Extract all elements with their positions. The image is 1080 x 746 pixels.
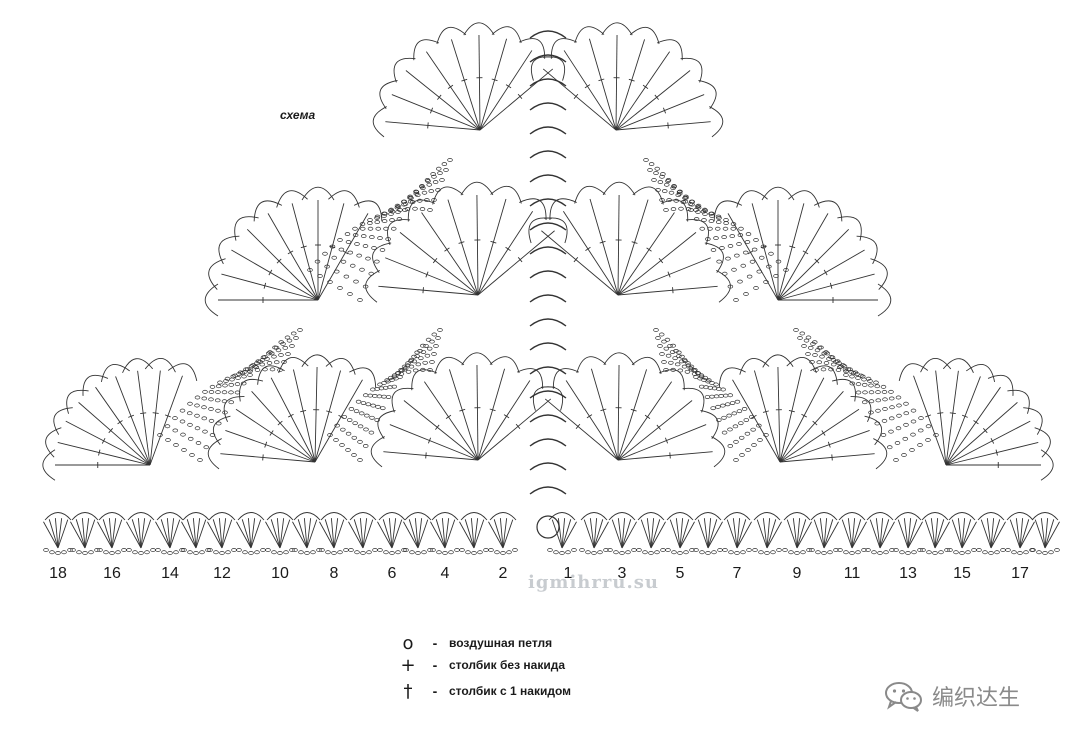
legend-dash: - [432, 683, 438, 699]
row-number: 6 [387, 565, 397, 582]
row-number: 18 [49, 565, 67, 582]
edge-shell [810, 512, 839, 549]
shell-motif [713, 186, 892, 317]
edge-shell [403, 512, 432, 549]
edge-shell [207, 512, 236, 549]
edge-shell [783, 512, 812, 549]
row-number: 11 [843, 565, 861, 582]
edge-shell [430, 512, 459, 549]
chain-stitch-symbol: o [402, 632, 414, 654]
brand-watermark: 编织达生 [884, 680, 1020, 712]
shell-motif [207, 354, 377, 470]
row-number: 12 [213, 565, 231, 582]
edge-shell [723, 512, 752, 549]
row-number: 4 [440, 565, 450, 582]
shell-motif [370, 352, 564, 468]
edge-shell [753, 512, 782, 549]
row-number: 5 [675, 565, 685, 582]
legend-text: столбик с 1 накидом [449, 684, 572, 698]
legend-text: воздушная петля [449, 636, 553, 650]
legend-text: столбик без накида [449, 658, 565, 672]
shell-motif [532, 352, 726, 468]
edge-shell [637, 512, 666, 549]
legend-item-single-crochet: + - столбик без накида [395, 654, 565, 676]
row-number: 2 [498, 565, 508, 582]
edge-shell [866, 512, 895, 549]
chart-stitches [42, 22, 1060, 549]
row-number: 8 [329, 565, 339, 582]
edge-shell [488, 512, 517, 549]
single-crochet-symbol: + [400, 654, 416, 676]
row-number: 13 [899, 565, 917, 582]
edge-shell [181, 512, 210, 549]
shell-motif [530, 22, 724, 138]
shell-motif [204, 186, 383, 317]
row-number: 7 [732, 565, 742, 582]
edge-shell [126, 512, 155, 549]
shell-motif [898, 358, 1054, 481]
edge-shell [921, 512, 950, 549]
edge-shell [1006, 512, 1035, 549]
row-number: 10 [271, 565, 289, 582]
edge-shell [580, 512, 609, 549]
edge-shell [265, 512, 294, 549]
row-number: 14 [161, 565, 179, 582]
edge-shell [70, 512, 99, 549]
legend-item-double-crochet: † - столбик с 1 накидом [395, 680, 572, 702]
shell-motif [42, 358, 198, 481]
shell-motif [528, 181, 731, 303]
row-number: 15 [953, 565, 971, 582]
chart-chains [43, 158, 1060, 555]
edge-shell [97, 512, 126, 549]
edge-shell [319, 512, 348, 549]
schema-label: схема [280, 108, 316, 122]
brand-text: 编织达生 [932, 686, 1021, 711]
row-number: 16 [103, 565, 121, 582]
edge-shell [292, 512, 321, 549]
edge-shell [948, 512, 977, 549]
watermark: igmihrru.su [528, 572, 659, 593]
double-crochet-symbol: † [403, 680, 413, 702]
edge-shell [236, 512, 265, 549]
legend-dash: - [432, 657, 438, 673]
edge-shell [348, 512, 377, 549]
shell-motif [718, 354, 888, 470]
center-ring [536, 515, 560, 539]
edge-shell [894, 512, 923, 549]
legend-dash: - [432, 635, 438, 651]
edge-shell [43, 512, 72, 549]
row-number: 9 [792, 565, 802, 582]
edge-shell [977, 512, 1006, 549]
wechat-icon [885, 682, 922, 712]
legend-item-chain: o - воздушная петля [395, 632, 552, 654]
edge-shell [1031, 512, 1060, 549]
edge-shell [377, 512, 406, 549]
edge-shell [155, 512, 184, 549]
edge-shell [459, 512, 488, 549]
shell-motif [372, 22, 566, 138]
shell-motif [365, 181, 568, 303]
edge-shell [838, 512, 867, 549]
edge-shell [608, 512, 637, 549]
row-number: 17 [1011, 565, 1029, 582]
row-number: 3 [617, 565, 627, 582]
edge-shell [548, 512, 577, 549]
row-number: 1 [563, 565, 573, 582]
edge-shell [694, 512, 723, 549]
edge-shell [666, 512, 695, 549]
